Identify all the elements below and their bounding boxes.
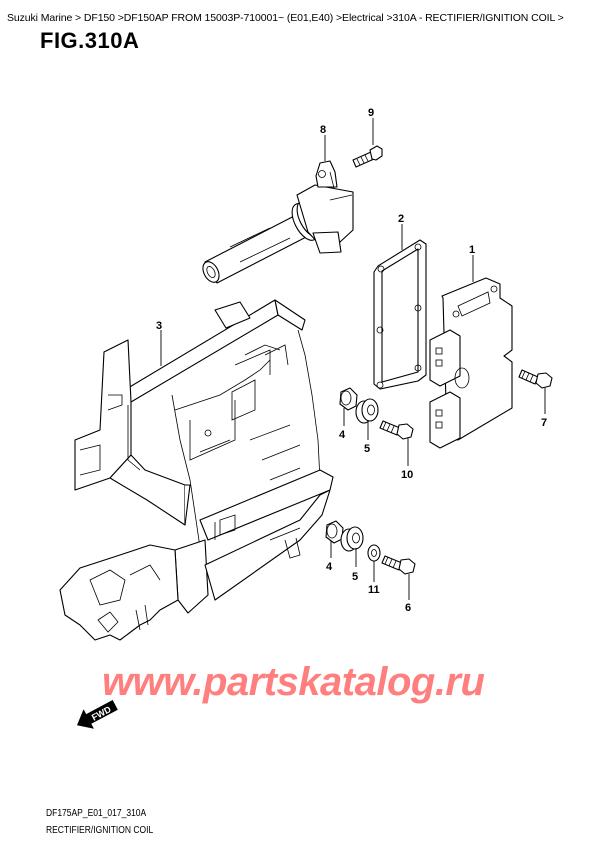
callout-5-upper[interactable]: 5 [364,443,370,455]
figure-title: FIG.310A [40,28,140,53]
rectifier-part-1[interactable] [429,277,513,449]
breadcrumb[interactable]: Suzuki Marine > DF150 >DF150AP FROM 1500… [7,12,564,24]
callout-4-lower[interactable]: 4 [326,561,333,573]
callout-4-upper[interactable]: 4 [339,429,346,441]
ignition-coil-part-8[interactable] [200,160,354,285]
callout-10[interactable]: 10 [401,469,413,481]
figure-name: RECTIFIER/IGNITION COIL [46,825,154,836]
bolt-part-9[interactable] [352,145,383,168]
bolt-part-10[interactable] [379,420,414,440]
callout-7[interactable]: 7 [541,417,547,429]
collar-part-4-lower[interactable] [325,520,344,544]
callout-8[interactable]: 8 [320,124,326,136]
figure-code: DF175AP_E01_017_310A [46,808,147,819]
collar-part-4-upper[interactable] [339,387,358,411]
grommet-part-5-upper[interactable] [355,398,379,424]
callout-2[interactable]: 2 [398,213,404,225]
callout-1[interactable]: 1 [469,244,475,256]
callout-5-lower[interactable]: 5 [352,571,358,583]
gasket-part-2[interactable] [373,239,427,390]
callout-6[interactable]: 6 [405,602,411,614]
leader-lines [160,118,546,600]
watermark: www.partskatalog.ru [102,660,485,704]
bolt-part-7[interactable] [518,369,553,389]
grommet-part-5-lower[interactable] [340,526,364,552]
bolt-part-6[interactable] [381,555,416,575]
bracket-part-3[interactable] [59,299,334,641]
callout-9[interactable]: 9 [368,107,374,119]
callout-3[interactable]: 3 [156,320,162,332]
callout-11[interactable]: 11 [368,584,380,596]
washer-part-11[interactable] [367,544,381,562]
